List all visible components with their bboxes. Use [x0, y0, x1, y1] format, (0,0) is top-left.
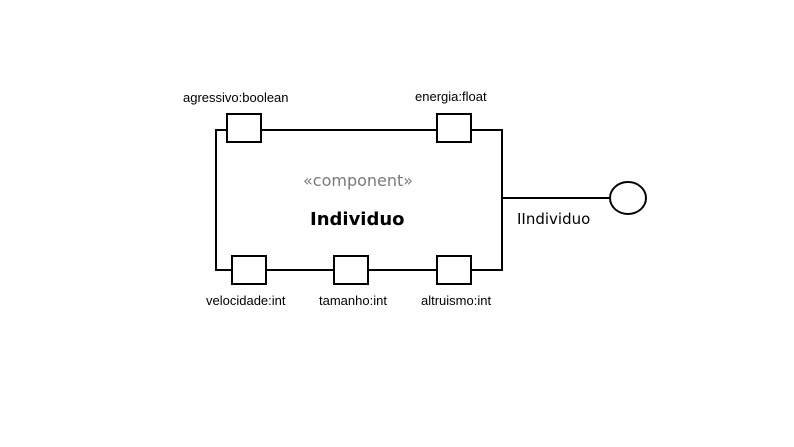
port-energia[interactable]	[436, 113, 472, 143]
port-altruismo[interactable]	[436, 255, 472, 285]
component-name: Individuo	[310, 209, 405, 230]
component-stereotype: «component»	[303, 171, 414, 190]
port-label-velocidade: velocidade:int	[206, 293, 286, 308]
port-agressivo[interactable]	[226, 113, 262, 143]
port-label-agressivo: agressivo:boolean	[183, 90, 289, 105]
port-label-tamanho: tamanho:int	[319, 293, 387, 308]
interface-lollipop[interactable]	[609, 181, 647, 215]
port-label-altruismo: altruismo:int	[421, 293, 492, 308]
port-velocidade[interactable]	[231, 255, 267, 285]
port-label-energia: energia:float	[415, 89, 487, 104]
interface-label: IIndividuo	[517, 210, 591, 228]
component-body	[215, 129, 503, 271]
port-tamanho[interactable]	[333, 255, 369, 285]
